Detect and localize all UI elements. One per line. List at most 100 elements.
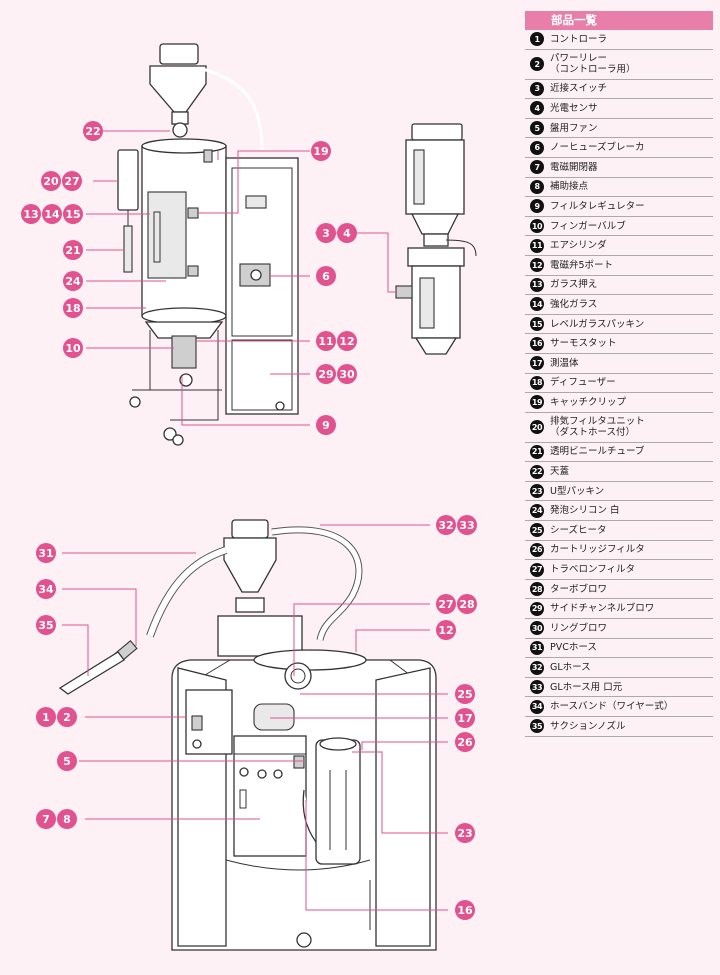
callout-22: 22: [83, 121, 103, 141]
svg-text:8: 8: [63, 813, 71, 826]
callout-1-2: 1 2: [36, 707, 77, 727]
callout-21: 21: [63, 240, 83, 260]
callout-19: 19: [311, 141, 331, 161]
svg-text:27: 27: [438, 598, 453, 611]
callout-9: 9: [316, 415, 336, 435]
part-label: サクションノズル: [550, 720, 626, 732]
svg-text:35: 35: [38, 619, 53, 632]
svg-text:29: 29: [318, 368, 333, 381]
part-number-badge: 29: [530, 601, 544, 616]
part-label: 近接スイッチ: [550, 83, 608, 95]
callout-11-12: 11 12: [316, 331, 357, 351]
svg-text:14: 14: [44, 208, 60, 221]
part-number-badge: 24: [530, 503, 544, 518]
part-number-badge: 14: [530, 297, 544, 312]
leader-lines: [62, 130, 448, 911]
part-label: 測温体: [550, 357, 579, 369]
part-number-badge: 21: [530, 444, 544, 459]
callout-32-33: 32 33: [436, 515, 477, 535]
part-number-badge: 13: [530, 277, 544, 292]
svg-text:28: 28: [459, 598, 474, 611]
part-number-badge: 33: [530, 680, 544, 695]
part-row: 21 透明ビニールチューブ: [525, 443, 713, 463]
part-number-badge: 3: [530, 81, 544, 96]
part-label: 電磁開閉器: [550, 161, 598, 173]
part-label: 発泡シリコン 白: [550, 505, 620, 517]
part-label: ガラス押え: [550, 279, 598, 291]
callout-29-30: 29 30: [316, 364, 357, 384]
part-label: シーズヒータ: [550, 524, 607, 536]
part-label: GLホース用 口元: [550, 681, 623, 693]
svg-text:33: 33: [459, 519, 474, 532]
callout-25: 25: [455, 684, 475, 704]
part-number-badge: 1: [530, 32, 544, 47]
part-number-badge: 18: [530, 375, 544, 390]
part-number-badge: 27: [530, 562, 544, 577]
callout-13-14-15: 13 14 15: [21, 204, 83, 224]
part-label: 盤用ファン: [550, 122, 598, 134]
callout-23: 23: [455, 823, 475, 843]
part-label: サーモスタット: [550, 338, 617, 350]
svg-text:23: 23: [457, 827, 472, 840]
part-number-badge: 31: [530, 640, 544, 655]
part-number-badge: 26: [530, 542, 544, 557]
part-label: カートリッジフィルタ: [550, 544, 645, 556]
callout-10: 10: [63, 338, 83, 358]
parts-list-title: 部品一覧: [525, 11, 713, 30]
part-number-badge: 32: [530, 660, 544, 675]
part-row: 33 GLホース用 口元: [525, 678, 713, 698]
callout-31: 31: [36, 543, 56, 563]
part-row: 3 近接スイッチ: [525, 80, 713, 100]
svg-text:24: 24: [65, 275, 81, 288]
part-label: パワーリレー （コントローラ用）: [550, 53, 636, 76]
svg-text:26: 26: [457, 736, 473, 749]
part-number-badge: 15: [530, 317, 544, 332]
callout-5: 5: [57, 751, 77, 771]
svg-text:5: 5: [63, 755, 71, 768]
callout-24: 24: [63, 271, 83, 291]
svg-text:7: 7: [42, 813, 50, 826]
svg-text:16: 16: [457, 904, 473, 917]
part-label: 排気フィルタユニット （ダストホース付）: [550, 416, 645, 439]
callout-12: 12: [436, 620, 456, 640]
svg-text:11: 11: [318, 335, 333, 348]
svg-text:25: 25: [457, 688, 472, 701]
callout-3-4: 3 4: [316, 223, 357, 243]
svg-text:30: 30: [339, 368, 355, 381]
part-number-badge: 30: [530, 621, 544, 636]
part-label: ノーヒューズブレーカ: [550, 142, 645, 154]
part-number-badge: 28: [530, 582, 544, 597]
part-number-badge: 17: [530, 356, 544, 371]
part-number-badge: 16: [530, 336, 544, 351]
part-number-badge: 10: [530, 219, 544, 234]
part-label: 光電センサ: [550, 102, 598, 114]
part-number-badge: 20: [530, 420, 544, 435]
callout-6: 6: [316, 266, 336, 286]
callout-18: 18: [63, 298, 83, 318]
svg-text:19: 19: [313, 145, 328, 158]
svg-text:31: 31: [38, 547, 53, 560]
hopper-detail-view: [395, 123, 477, 355]
svg-text:22: 22: [85, 125, 100, 138]
part-label: 透明ビニールチューブ: [550, 446, 645, 458]
svg-text:18: 18: [65, 302, 80, 315]
part-number-badge: 8: [530, 179, 544, 194]
